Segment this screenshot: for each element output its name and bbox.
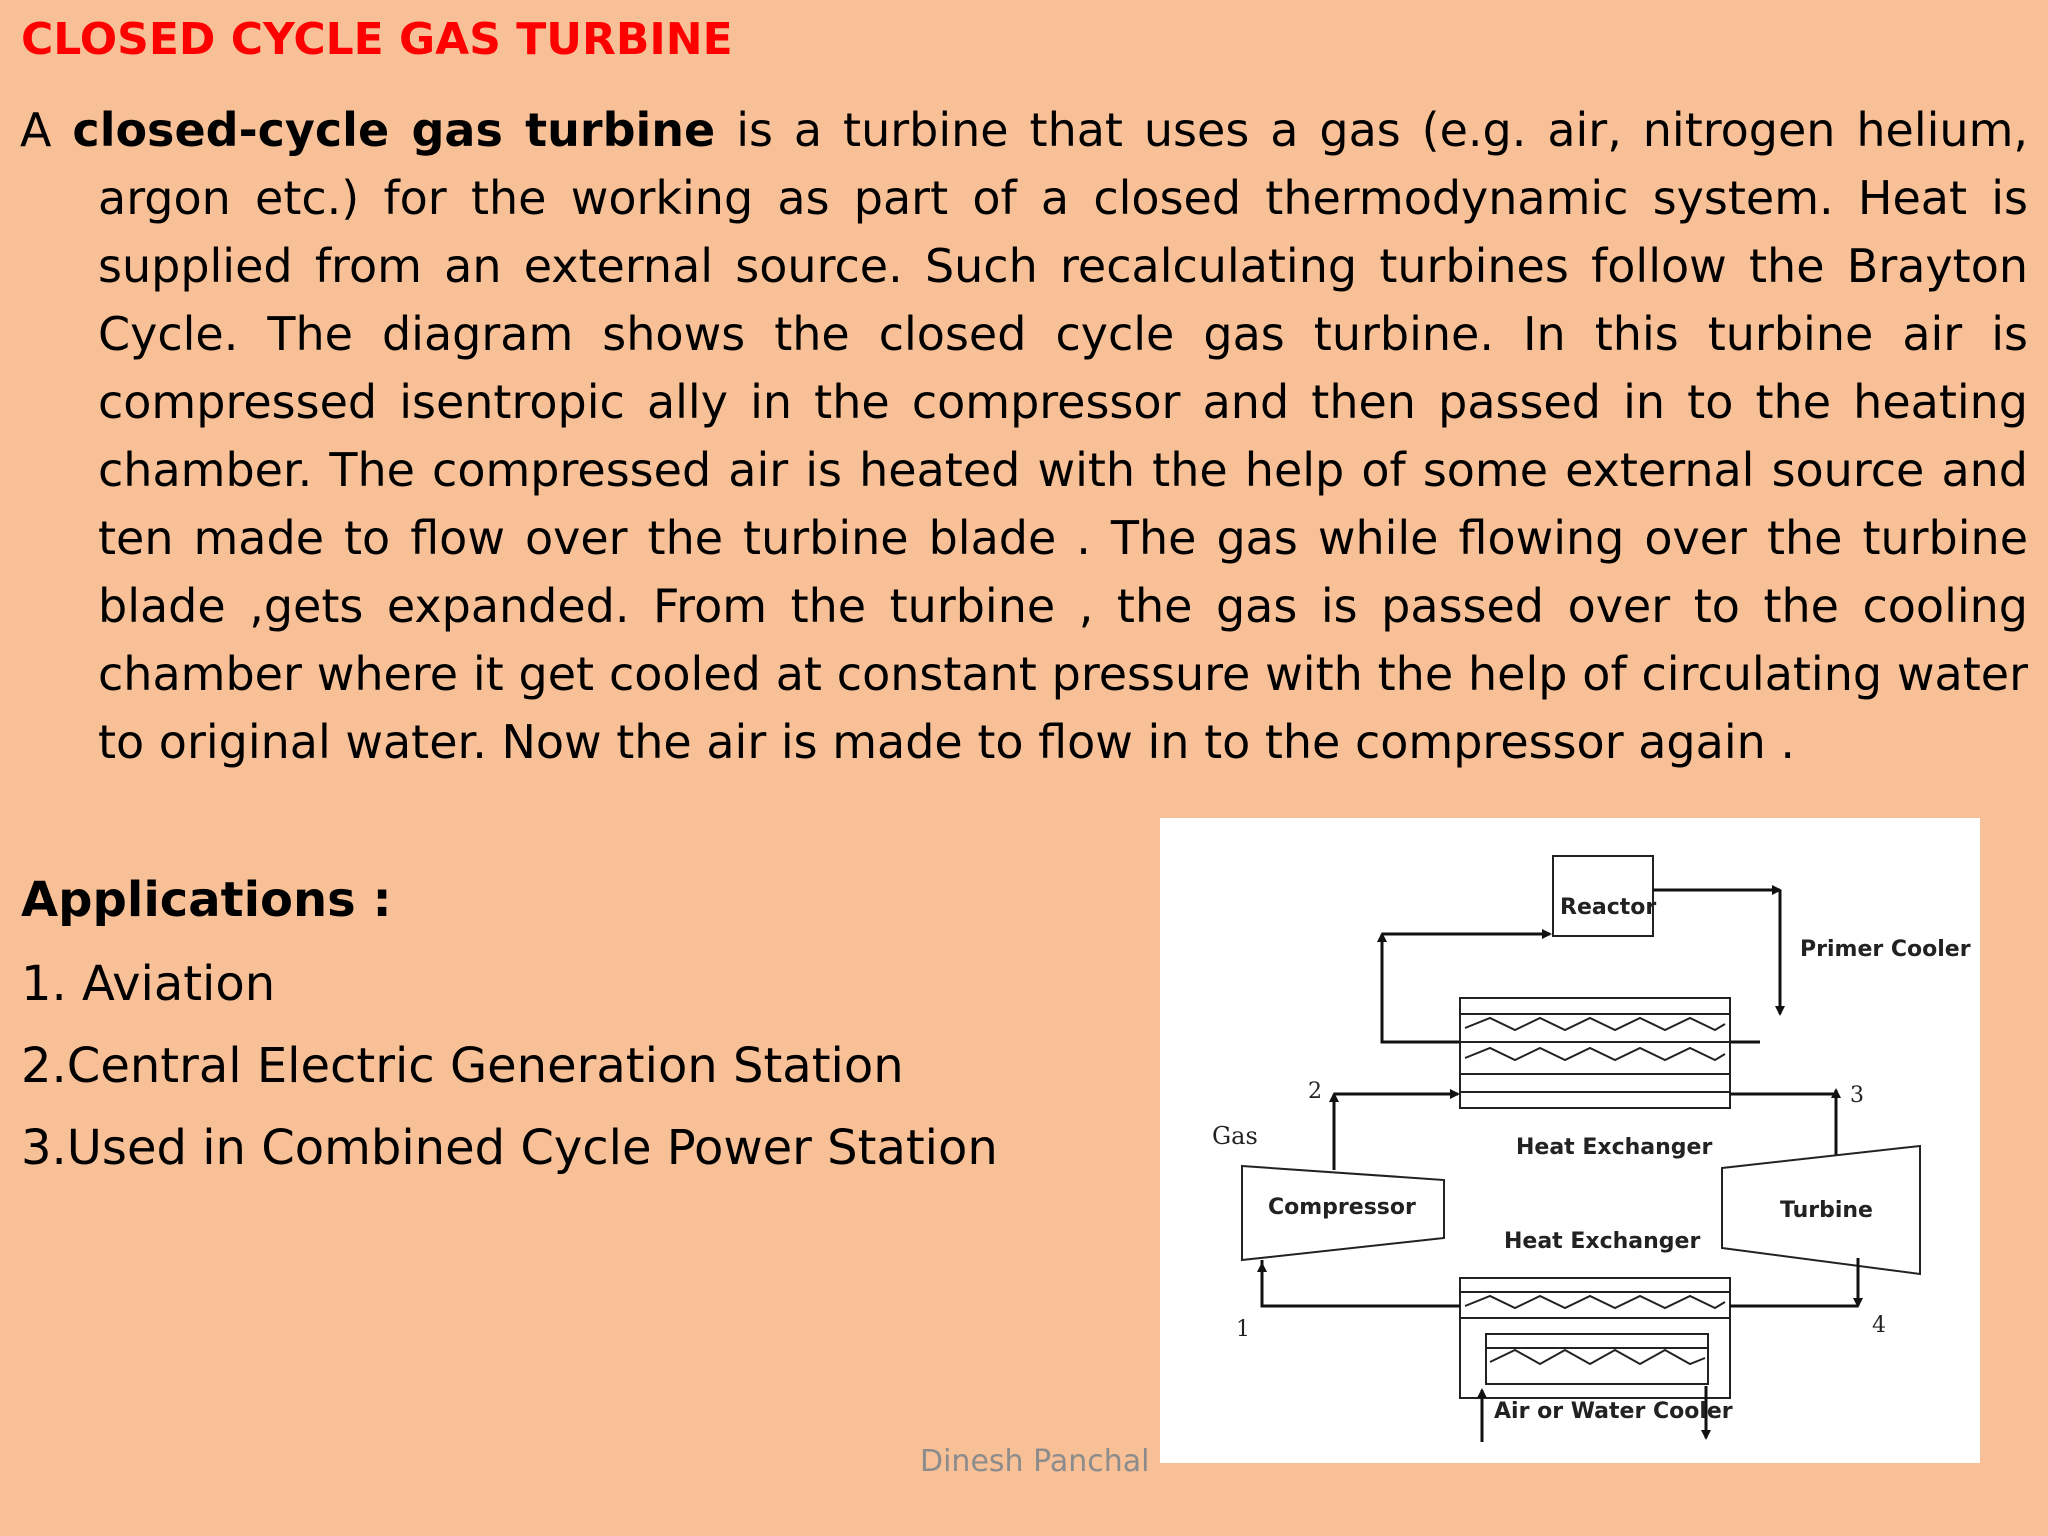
footer-author: Dinesh Panchal [920, 1444, 1150, 1479]
compressor-shape [1241, 1164, 1445, 1262]
applications-heading: Applications : [21, 872, 392, 928]
intro-prefix: A [20, 103, 73, 157]
cooler-coil-zigzag [1489, 1348, 1706, 1366]
turbine-shape [1721, 1144, 1921, 1276]
compressor-label: Compressor [1268, 1195, 1416, 1220]
point-4-label: 4 [1872, 1313, 1886, 1338]
point-3-label: 3 [1850, 1083, 1864, 1108]
hx-to-turbine-line [1730, 1092, 1838, 1158]
air-water-cooler-label: Air or Water Cooler [1494, 1399, 1733, 1424]
intro-paragraph: A closed-cycle gas turbine is a turbine … [20, 96, 2028, 776]
application-item-combined-cycle: 3.Used in Combined Cycle Power Station [21, 1120, 998, 1176]
heat-exchanger-top-label: Heat Exchanger [1516, 1135, 1712, 1160]
hx-top-zigzag-2 [1464, 1046, 1726, 1062]
hx-to-compressor-line [1257, 1262, 1460, 1308]
reactor-label: Reactor [1560, 895, 1656, 920]
gas-label: Gas [1212, 1122, 1258, 1150]
intro-text: is a turbine that uses a gas (e.g. air, … [98, 103, 2028, 769]
heat-exchanger-bottom-label: Heat Exchanger [1504, 1229, 1700, 1254]
top-heat-exchanger [1459, 997, 1731, 1109]
hx-top-zigzag-1 [1464, 1016, 1726, 1032]
hx-bottom-zigzag [1464, 1294, 1726, 1310]
slide-title: CLOSED CYCLE GAS TURBINE [21, 14, 733, 65]
point-1-label: 1 [1236, 1317, 1250, 1342]
turbine-label: Turbine [1780, 1198, 1873, 1223]
application-item-generation-station: 2.Central Electric Generation Station [21, 1038, 904, 1094]
closed-cycle-diagram: Reactor Primer Cooler Heat Exchanger 2 [1160, 818, 1980, 1463]
application-item-aviation: 1. Aviation [21, 956, 276, 1012]
primer-cooler-label: Primer Cooler [1800, 937, 1971, 962]
point-2-label: 2 [1308, 1079, 1322, 1104]
reactor-box [1552, 855, 1654, 937]
intro-bold-term: closed-cycle gas turbine [72, 103, 716, 157]
diagram-svg: Reactor Primer Cooler Heat Exchanger 2 [1212, 855, 1971, 1442]
